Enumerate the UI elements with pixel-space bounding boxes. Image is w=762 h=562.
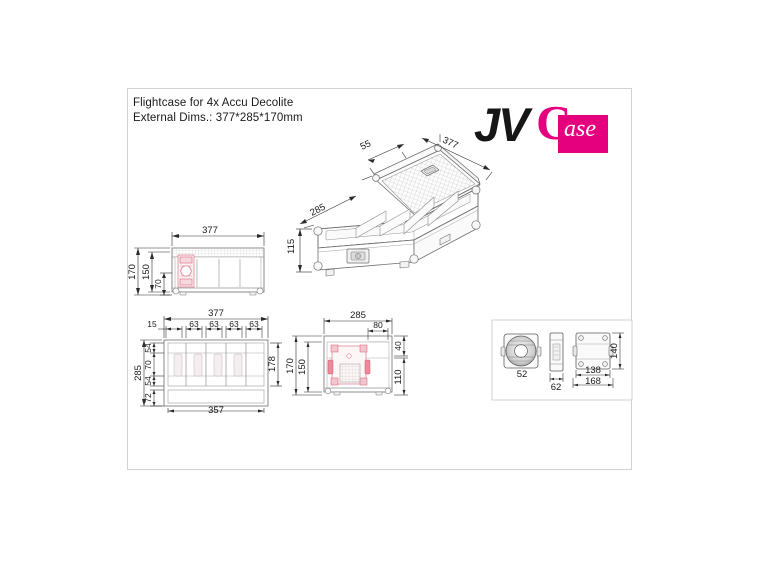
dim-plan-overall-depth: 285 bbox=[133, 365, 144, 381]
dim-plan-inner-depth: 178 bbox=[267, 356, 278, 372]
dim-front-width: 377 bbox=[202, 225, 218, 236]
dim-detail-outer-width: 168 bbox=[585, 376, 601, 387]
title-line-product: Flightcase for 4x Accu Decolite bbox=[133, 97, 294, 109]
dim-plan-overall-width: 377 bbox=[208, 308, 224, 319]
dim-side-width: 285 bbox=[350, 310, 366, 321]
dim-side-body-height: 150 bbox=[297, 359, 308, 375]
product-detail-box: 52 62 bbox=[491, 319, 633, 401]
dim-detail-inner-width: 138 bbox=[585, 365, 601, 376]
dim-plan-row-2: 70 bbox=[143, 360, 153, 370]
dim-plan-edge: 15 bbox=[147, 319, 157, 329]
isometric-open-case-view: 55 377 285 bbox=[286, 128, 500, 288]
dim-plan-row-1: 54 bbox=[143, 343, 153, 353]
dim-side-top-height: 40 bbox=[393, 341, 403, 351]
front-elevation-view: 377 170 150 bbox=[127, 225, 268, 303]
plan-top-view: 377 bbox=[133, 308, 286, 416]
logo-magenta-square bbox=[558, 115, 608, 153]
dim-plan-row-3: 54 bbox=[143, 376, 153, 386]
dim-front-body-height: 150 bbox=[141, 264, 152, 280]
dim-side-total-height: 170 bbox=[285, 358, 296, 374]
dim-case-depth: 285 bbox=[308, 202, 327, 219]
dim-plan-cell-4: 63 bbox=[249, 319, 259, 329]
dim-plan-cell-1: 63 bbox=[189, 319, 199, 329]
title-line-dimensions: External Dims.: 377*285*170mm bbox=[133, 111, 303, 124]
dim-detail-side-width: 62 bbox=[551, 382, 562, 393]
logo-ase-text: ase bbox=[564, 116, 596, 142]
dim-plan-row-4: 72 bbox=[143, 393, 153, 403]
title-block: Flightcase for 4x Accu Decolite External… bbox=[133, 96, 303, 126]
logo-jv-wordmark: JV bbox=[474, 98, 529, 151]
dim-side-top-inset: 80 bbox=[373, 320, 383, 330]
dim-detail-front-width: 52 bbox=[517, 369, 528, 380]
dim-plan-inner-width: 357 bbox=[208, 405, 224, 416]
dim-detail-height: 140 bbox=[609, 343, 620, 359]
dim-side-lower-height: 110 bbox=[393, 369, 404, 384]
dim-front-base-height: 70 bbox=[153, 279, 163, 289]
dim-lid-depth: 55 bbox=[359, 138, 373, 152]
logo-c-letter: C bbox=[536, 95, 572, 150]
dim-plan-cell-3: 63 bbox=[229, 319, 239, 329]
dim-case-height: 115 bbox=[286, 239, 297, 254]
dim-front-total-height: 170 bbox=[127, 264, 138, 280]
dim-plan-cell-2: 63 bbox=[209, 319, 219, 329]
jv-case-logo: JV C ase bbox=[474, 95, 626, 153]
side-elevation-view: 285 80 40 bbox=[285, 310, 413, 412]
